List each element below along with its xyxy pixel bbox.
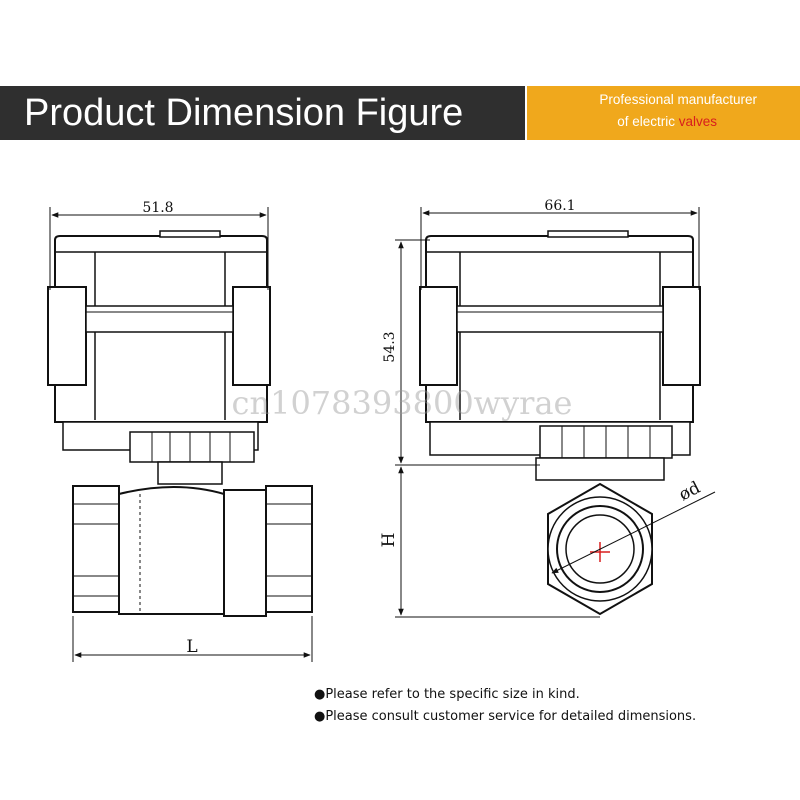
- tagline-line-2: of electric valves: [527, 114, 717, 129]
- tagline-line-1: Professional manufacturer: [599, 92, 757, 107]
- note-item: ●Please consult customer service for det…: [314, 709, 697, 724]
- front-width-label: 51.8: [142, 200, 173, 216]
- front-view: [47, 230, 313, 617]
- notes-list: ●Please refer to the specific size in ki…: [314, 684, 794, 728]
- header-bar: Product Dimension Figure: [0, 86, 525, 140]
- side-height-label: 54.3: [382, 331, 398, 362]
- front-length-label: L: [186, 637, 197, 657]
- tagline-accent-word: valves: [678, 114, 717, 129]
- front-dimensions: [49, 207, 313, 662]
- front-stem: [129, 431, 255, 485]
- side-stem: [535, 425, 673, 481]
- side-width-label: 66.1: [544, 198, 575, 214]
- page-title: Product Dimension Figure: [24, 92, 464, 134]
- front-valve-body: [72, 485, 313, 617]
- tagline-box: Professional manufacturer of electric va…: [527, 86, 800, 140]
- tagline-line-2-prefix: of electric: [617, 114, 679, 129]
- note-item: ●Please refer to the specific size in ki…: [314, 687, 580, 702]
- side-actuator: [419, 230, 701, 456]
- diameter-label: ød: [676, 478, 704, 505]
- dimension-drawing: 51.8 L: [47, 198, 716, 662]
- watermark: cn1078393800wyrae: [232, 384, 573, 422]
- side-view: [419, 230, 701, 616]
- side-dimensions: [395, 207, 716, 618]
- side-base-height-label: H: [379, 533, 399, 548]
